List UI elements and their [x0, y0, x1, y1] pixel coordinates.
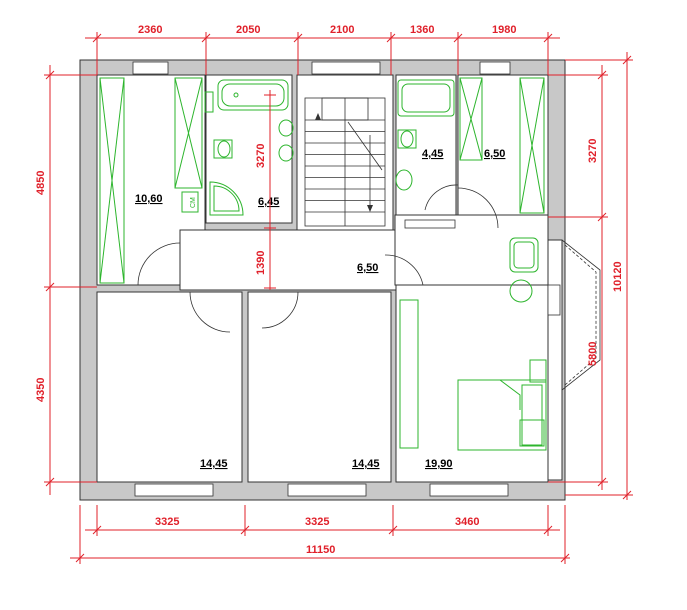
bay-window-outline — [561, 239, 601, 391]
dim-top-3: 2100 — [330, 24, 354, 36]
dim-right-1: 3270 — [587, 139, 599, 163]
dim-right-2: 5800 — [587, 342, 599, 366]
bay-gap — [547, 239, 563, 481]
dimension-left: 4850 4350 — [35, 65, 97, 495]
area-room-bedroom-bottom-middle: 14,45 — [352, 458, 380, 470]
dimension-right: 3270 5800 10120 — [548, 52, 633, 500]
doors — [137, 184, 499, 333]
wardrobes — [99, 77, 545, 449]
area-room-bedroom-top-left: 10,60 — [135, 193, 163, 205]
dim-left-1: 4850 — [35, 171, 47, 195]
area-room-hall: 6,50 — [357, 262, 378, 274]
dim-top-1: 2360 — [138, 24, 162, 36]
dim-right-total: 10120 — [612, 261, 624, 292]
window-bottom-2 — [287, 483, 367, 497]
window-top-1 — [132, 61, 169, 75]
area-room-bedroom-bottom-right: 19,90 — [425, 458, 453, 470]
bay-window-inner — [564, 244, 597, 386]
window-bottom-1 — [134, 483, 214, 497]
area-room-bedroom-top-right: 6,50 — [484, 148, 505, 160]
area-room-bath-right: 4,45 — [422, 148, 443, 160]
room-bedroom-bottom-left — [96, 291, 243, 483]
area-room-bedroom-bottom-left: 14,45 — [200, 458, 228, 470]
dim-bottom-1: 3325 — [155, 516, 179, 528]
dim-bottom-3: 3460 — [455, 516, 479, 528]
dim-top-2: 2050 — [236, 24, 260, 36]
area-labels: 10,60 6,45 4,45 6,50 6,50 14,45 14,45 19… — [135, 148, 505, 470]
room-bedroom-top-right — [457, 74, 549, 216]
dimension-bottom: 3325 3325 3460 11150 — [70, 505, 570, 564]
bath-right-fixtures — [395, 79, 456, 229]
dim-left-2: 4350 — [35, 378, 47, 402]
dim-inner-2: 1390 — [255, 251, 267, 275]
room-bath-right — [395, 74, 457, 216]
bedroom-furniture — [457, 237, 547, 451]
dim-top-4: 1360 — [410, 24, 434, 36]
dimension-top: 2360 2050 2100 1360 1980 — [85, 24, 560, 75]
window-bottom-3 — [429, 483, 509, 497]
dimension-inner: 3270 1390 — [255, 90, 276, 290]
window-top-3 — [479, 61, 511, 75]
room-bath-left — [205, 74, 293, 224]
bay-window — [547, 284, 561, 316]
window-top-2 — [311, 61, 381, 75]
dim-inner-1: 3270 — [255, 144, 267, 168]
staircase — [304, 97, 386, 227]
area-room-bath-left: 6,45 — [258, 196, 279, 208]
room-bedroom-bottom-middle — [247, 291, 392, 483]
dim-bottom-2: 3325 — [305, 516, 329, 528]
appliance-label: СМ — [190, 197, 197, 208]
dim-top-5: 1980 — [492, 24, 516, 36]
dim-total: 11150 — [306, 544, 335, 556]
hall-right — [394, 214, 549, 286]
room-bedroom-bottom-right — [395, 284, 549, 483]
bath-left-fixtures: СМ — [181, 79, 294, 216]
